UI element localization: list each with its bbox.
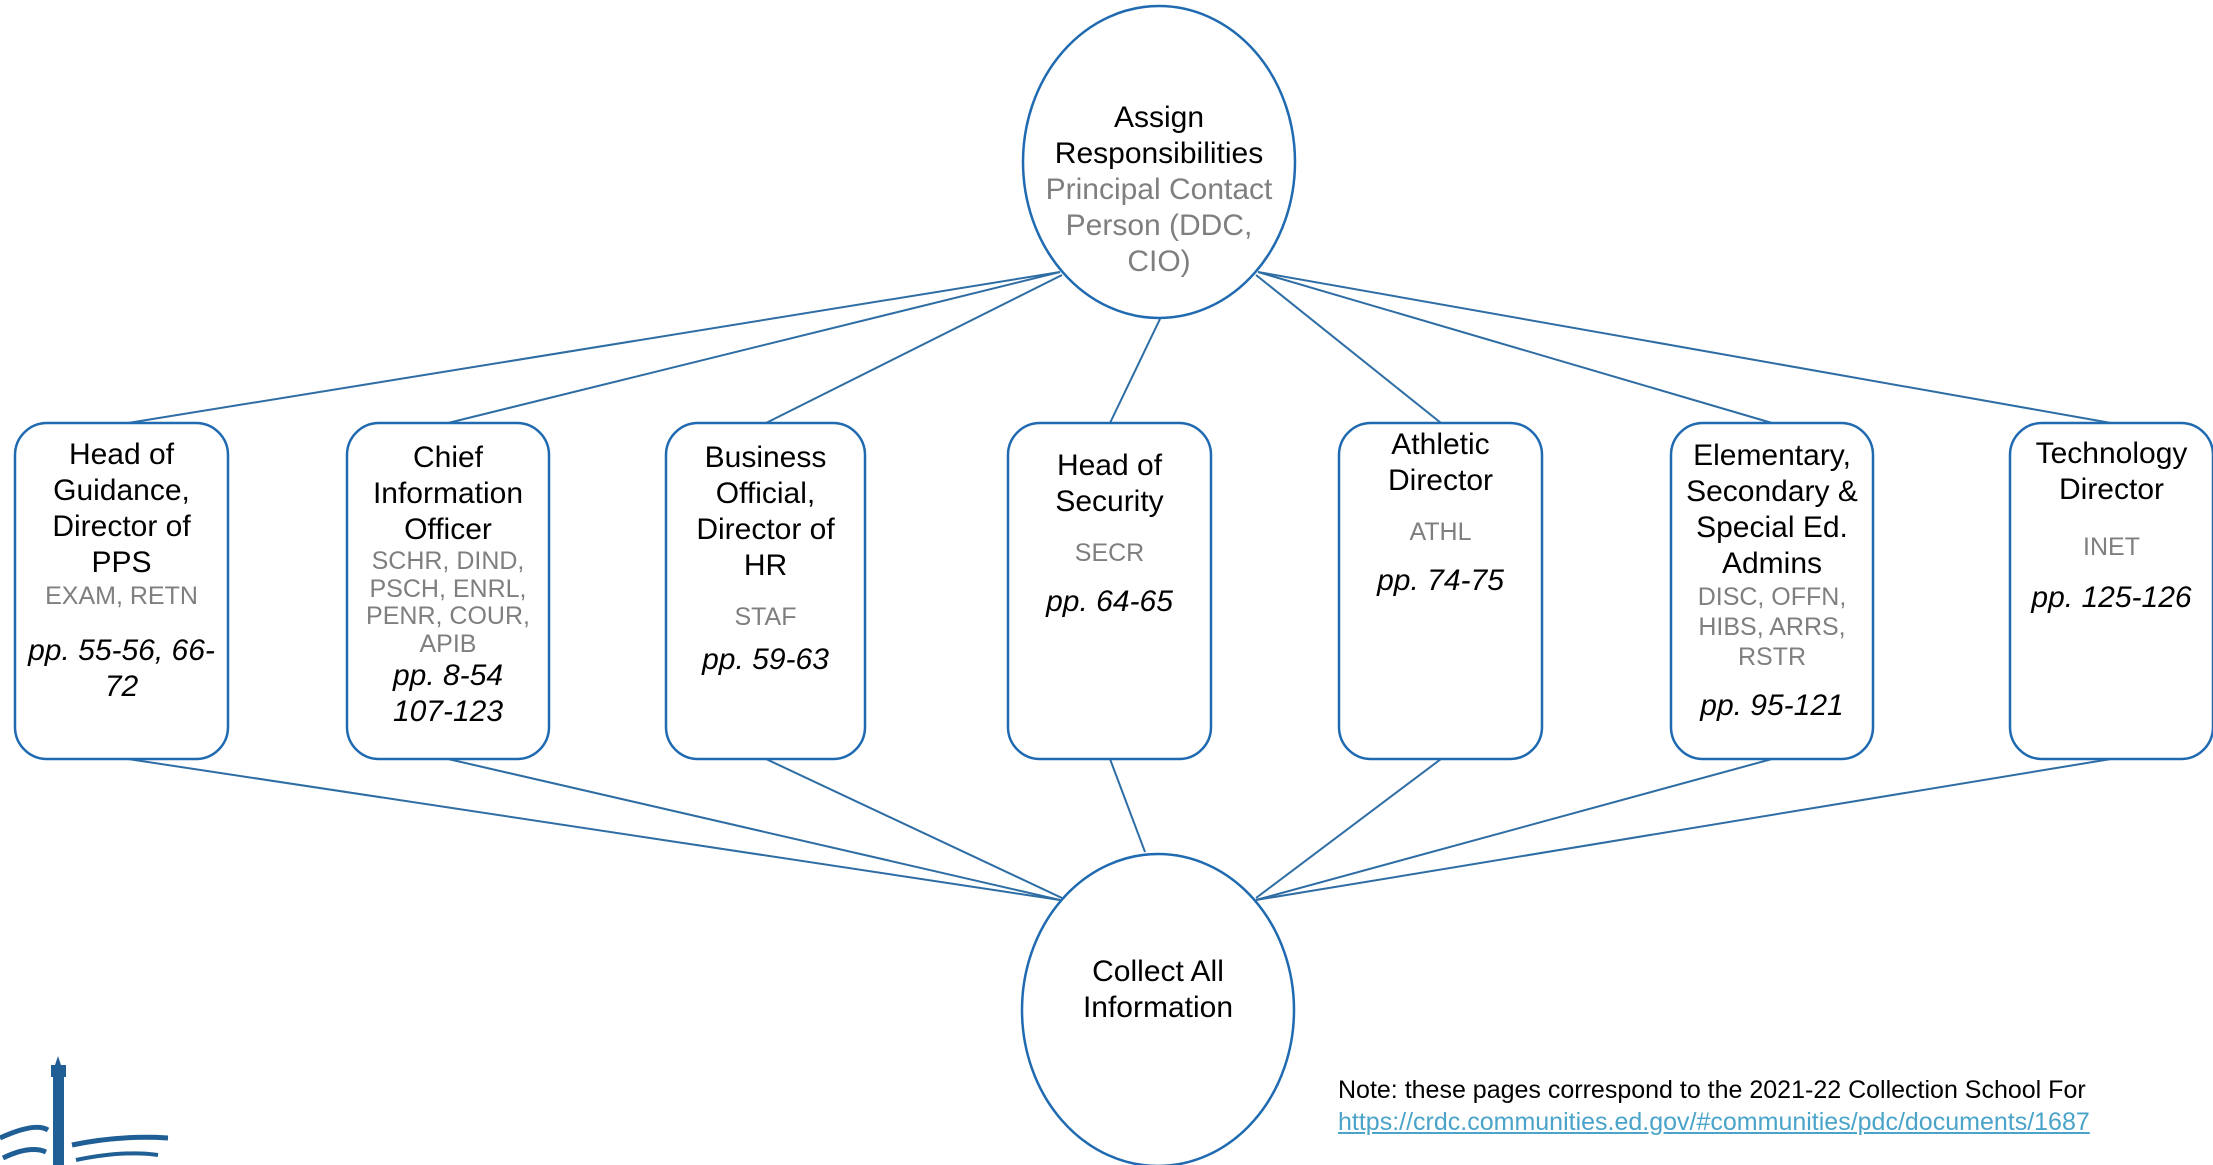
role-pages: pp. 95-121 bbox=[1700, 689, 1844, 722]
role-box-6 bbox=[1669, 421, 1875, 761]
role-box-7 bbox=[2008, 421, 2213, 761]
role-title: Business Official, Director of HR bbox=[696, 441, 835, 582]
connector-top-1 bbox=[127, 271, 1061, 424]
connector-bottom-3 bbox=[765, 758, 1063, 899]
role-title: Head of Security bbox=[1055, 449, 1164, 518]
role-pages: pp. 64-65 bbox=[1046, 585, 1173, 618]
role-pages: pp. 59-63 bbox=[702, 643, 829, 676]
assign-responsibilities-title: Assign Responsibilities bbox=[1054, 101, 1264, 170]
role-codes: SCHR, DIND, PSCH, ENRL, PENR, COUR, APIB bbox=[366, 547, 530, 658]
role-codes: EXAM, RETN bbox=[45, 582, 198, 610]
collect-information-node: Collect All Information bbox=[1068, 954, 1248, 1026]
role-title: Technology Director bbox=[2035, 437, 2188, 506]
assign-responsibilities-node: Assign Responsibilities Principal Contac… bbox=[1034, 100, 1284, 280]
footnote-link[interactable]: https://crdc.communities.ed.gov/#communi… bbox=[1338, 1108, 2090, 1136]
role-codes: ATHL bbox=[1409, 518, 1472, 546]
connector-top-6 bbox=[1257, 271, 1773, 424]
connector-bottom-5 bbox=[1255, 758, 1442, 899]
connector-bottom-4 bbox=[1109, 758, 1146, 853]
assign-responsibilities-subtitle: Principal Contact Person (DDC, CIO) bbox=[1045, 173, 1273, 278]
role-title: Elementary, Secondary & Special Ed. Admi… bbox=[1686, 439, 1858, 580]
connector-bottom-6 bbox=[1255, 758, 1773, 901]
footnote: Note: these pages correspond to the 2021… bbox=[1338, 1076, 2090, 1137]
role-box-5 bbox=[1337, 421, 1544, 761]
role-node-2: Chief Information Officer SCHR, DIND, PS… bbox=[352, 440, 544, 730]
collect-information-ellipse bbox=[1020, 852, 1296, 1165]
role-node-6: Elementary, Secondary & Special Ed. Admi… bbox=[1676, 438, 1868, 724]
role-codes: SECR bbox=[1074, 539, 1145, 567]
role-pages: pp. 125-126 bbox=[2031, 581, 2192, 614]
footnote-text: Note: these pages correspond to the 2021… bbox=[1338, 1076, 2086, 1104]
role-codes: INET bbox=[2083, 533, 2140, 561]
role-title: Athletic Director bbox=[1387, 428, 1493, 497]
top-connectors bbox=[127, 271, 2112, 424]
connector-top-7 bbox=[1257, 271, 2112, 424]
role-node-7: Technology Director INET pp. 125-126 bbox=[2015, 436, 2208, 616]
bottom-connectors bbox=[127, 758, 2112, 901]
connector-bottom-2 bbox=[447, 758, 1061, 901]
lighthouse-waves-logo bbox=[0, 1056, 169, 1165]
role-pages: pp. 8-54 107-123 bbox=[392, 659, 504, 728]
connector-top-2 bbox=[447, 271, 1061, 424]
connector-top-5 bbox=[1255, 274, 1442, 424]
role-box-4 bbox=[1006, 421, 1213, 761]
connector-bottom-1 bbox=[127, 758, 1061, 901]
assign-responsibilities-ellipse bbox=[1021, 4, 1297, 320]
role-pages: pp. 74-75 bbox=[1377, 564, 1504, 597]
role-box-1 bbox=[13, 421, 230, 761]
role-codes: STAF bbox=[734, 603, 797, 631]
connector-top-3 bbox=[765, 274, 1063, 424]
role-box-2 bbox=[345, 421, 551, 761]
role-title: Head of Guidance, Director of PPS bbox=[52, 438, 191, 579]
role-node-4: Head of Security SECR pp. 64-65 bbox=[1013, 448, 1206, 620]
role-node-1: Head of Guidance, Director of PPS EXAM, … bbox=[20, 437, 223, 705]
connector-top-4 bbox=[1109, 318, 1161, 424]
collect-information-title: Collect All Information bbox=[1082, 955, 1234, 1024]
role-node-5: Athletic Director ATHL pp. 74-75 bbox=[1344, 427, 1537, 599]
role-codes: DISC, OFFN, HIBS, ARRS, RSTR bbox=[1697, 583, 1847, 671]
connector-bottom-7 bbox=[1255, 758, 2112, 901]
role-pages: pp. 55-56, 66-72 bbox=[28, 634, 215, 703]
role-title: Chief Information Officer bbox=[372, 441, 524, 546]
role-box-3 bbox=[664, 421, 867, 761]
role-node-3: Business Official, Director of HR STAF p… bbox=[671, 440, 860, 678]
